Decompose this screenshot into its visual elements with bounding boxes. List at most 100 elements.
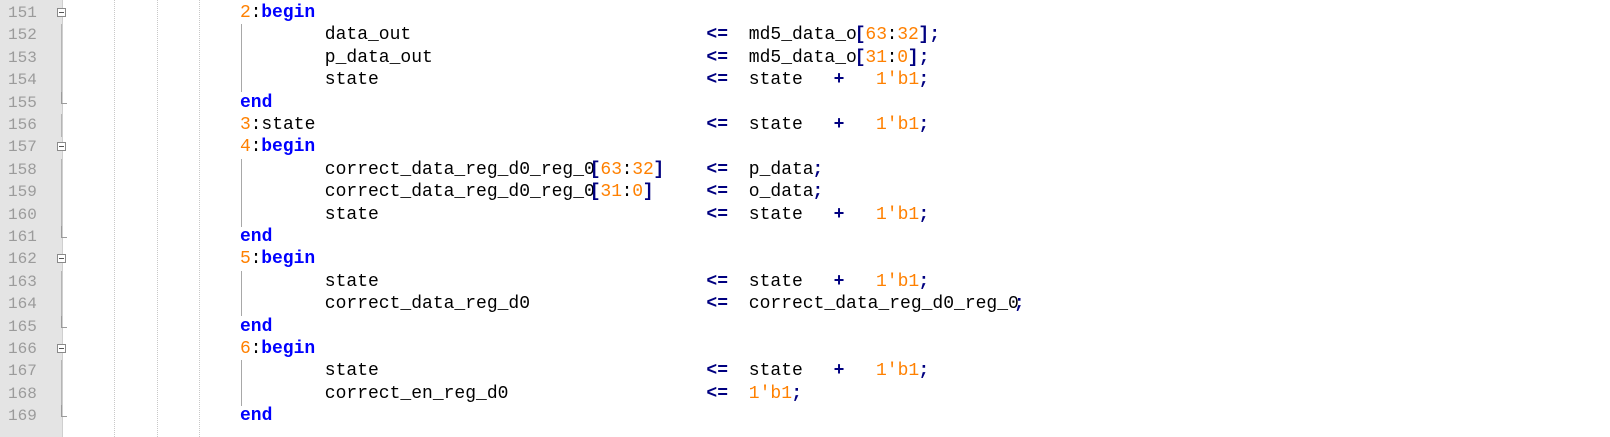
code-token: end bbox=[240, 406, 273, 427]
code-line[interactable]: 169 end bbox=[0, 405, 1610, 428]
block-indent-bar bbox=[241, 46, 242, 70]
code-token: + bbox=[833, 271, 845, 292]
block-indent-bar bbox=[241, 203, 242, 227]
fold-minus-icon[interactable] bbox=[57, 8, 66, 17]
fold-line bbox=[61, 203, 62, 227]
code-token: ] bbox=[642, 182, 654, 203]
code-token: 4 bbox=[240, 137, 251, 158]
code-token: state bbox=[324, 70, 379, 91]
fold-line bbox=[61, 382, 62, 406]
fold-minus-icon[interactable] bbox=[57, 254, 66, 264]
block-indent-bar bbox=[241, 158, 242, 182]
fold-line bbox=[61, 181, 62, 205]
line-number: 156 bbox=[8, 116, 37, 134]
code-token: ]; bbox=[918, 25, 940, 46]
line-number: 169 bbox=[8, 407, 37, 426]
fold-line bbox=[61, 293, 62, 317]
line-number: 155 bbox=[8, 93, 37, 112]
fold-line bbox=[61, 158, 62, 182]
code-token: : bbox=[621, 182, 633, 203]
code-token: 2 bbox=[240, 3, 251, 23]
code-token: <= bbox=[706, 383, 728, 404]
code-token: correct_data_reg_d0 bbox=[324, 294, 531, 315]
code-token: state bbox=[748, 204, 803, 225]
code-token: p_data_out bbox=[324, 47, 433, 68]
code-token: 6 bbox=[240, 339, 251, 359]
block-indent-bar bbox=[241, 270, 242, 294]
code-token: <= bbox=[706, 294, 728, 315]
code-line[interactable]: 155 end bbox=[0, 91, 1610, 115]
code-token: 0 bbox=[632, 182, 643, 203]
line-number: 168 bbox=[8, 384, 37, 403]
fold-minus-icon[interactable] bbox=[57, 344, 66, 353]
fold-line bbox=[61, 270, 62, 294]
code-token: ; bbox=[1013, 294, 1025, 315]
code-token: <= bbox=[706, 182, 728, 203]
code-token: ; bbox=[812, 159, 824, 180]
indent-guide bbox=[114, 0, 115, 437]
fold-minus-icon[interactable] bbox=[57, 142, 66, 152]
code-token: begin bbox=[261, 339, 316, 359]
code-token: o_data bbox=[748, 182, 814, 203]
block-indent-bar bbox=[241, 24, 242, 48]
code-token: 1'b1 bbox=[876, 115, 920, 135]
block-indent-bar bbox=[241, 360, 242, 384]
code-token: correct_data_reg_d0_reg_0 bbox=[324, 182, 595, 203]
code-token: state bbox=[324, 361, 379, 382]
code-token: end bbox=[240, 316, 273, 337]
code-token: md5_data_o bbox=[748, 47, 857, 68]
fold-line bbox=[61, 69, 62, 93]
line-number: 157 bbox=[8, 138, 37, 157]
code-token: begin bbox=[261, 3, 316, 23]
code-token: 0 bbox=[897, 47, 908, 68]
line-number: 151 bbox=[8, 4, 37, 22]
code-token: 1'b1 bbox=[876, 271, 920, 292]
fold-line bbox=[61, 46, 62, 70]
code-token: <= bbox=[706, 70, 728, 91]
line-number: 161 bbox=[8, 228, 37, 246]
code-token: ; bbox=[918, 115, 930, 135]
block-indent-bar bbox=[241, 382, 242, 406]
code-token: 32 bbox=[897, 25, 919, 46]
code-token: ; bbox=[812, 182, 824, 203]
line-number: 154 bbox=[8, 71, 37, 90]
code-token: end bbox=[240, 92, 273, 113]
code-token: : bbox=[886, 25, 898, 46]
fold-line bbox=[61, 24, 62, 48]
line-number: 164 bbox=[8, 295, 37, 314]
code-token: [ bbox=[854, 47, 866, 68]
code-token: state bbox=[748, 115, 803, 135]
code-token: [ bbox=[589, 182, 601, 203]
code-token: + bbox=[833, 115, 845, 135]
code-token: + bbox=[833, 361, 845, 382]
fold-margin bbox=[62, 0, 63, 437]
code-token: 1'b1 bbox=[876, 361, 920, 382]
code-token: 1'b1 bbox=[876, 204, 920, 225]
code-token: state bbox=[748, 361, 803, 382]
code-token: <= bbox=[706, 271, 728, 292]
code-token: 32 bbox=[632, 159, 654, 180]
line-number-gutter[interactable] bbox=[0, 0, 62, 437]
code-token: <= bbox=[706, 115, 728, 135]
code-token: md5_data_o bbox=[748, 25, 857, 46]
code-token: state bbox=[324, 271, 379, 292]
code-token: :state bbox=[250, 115, 316, 135]
